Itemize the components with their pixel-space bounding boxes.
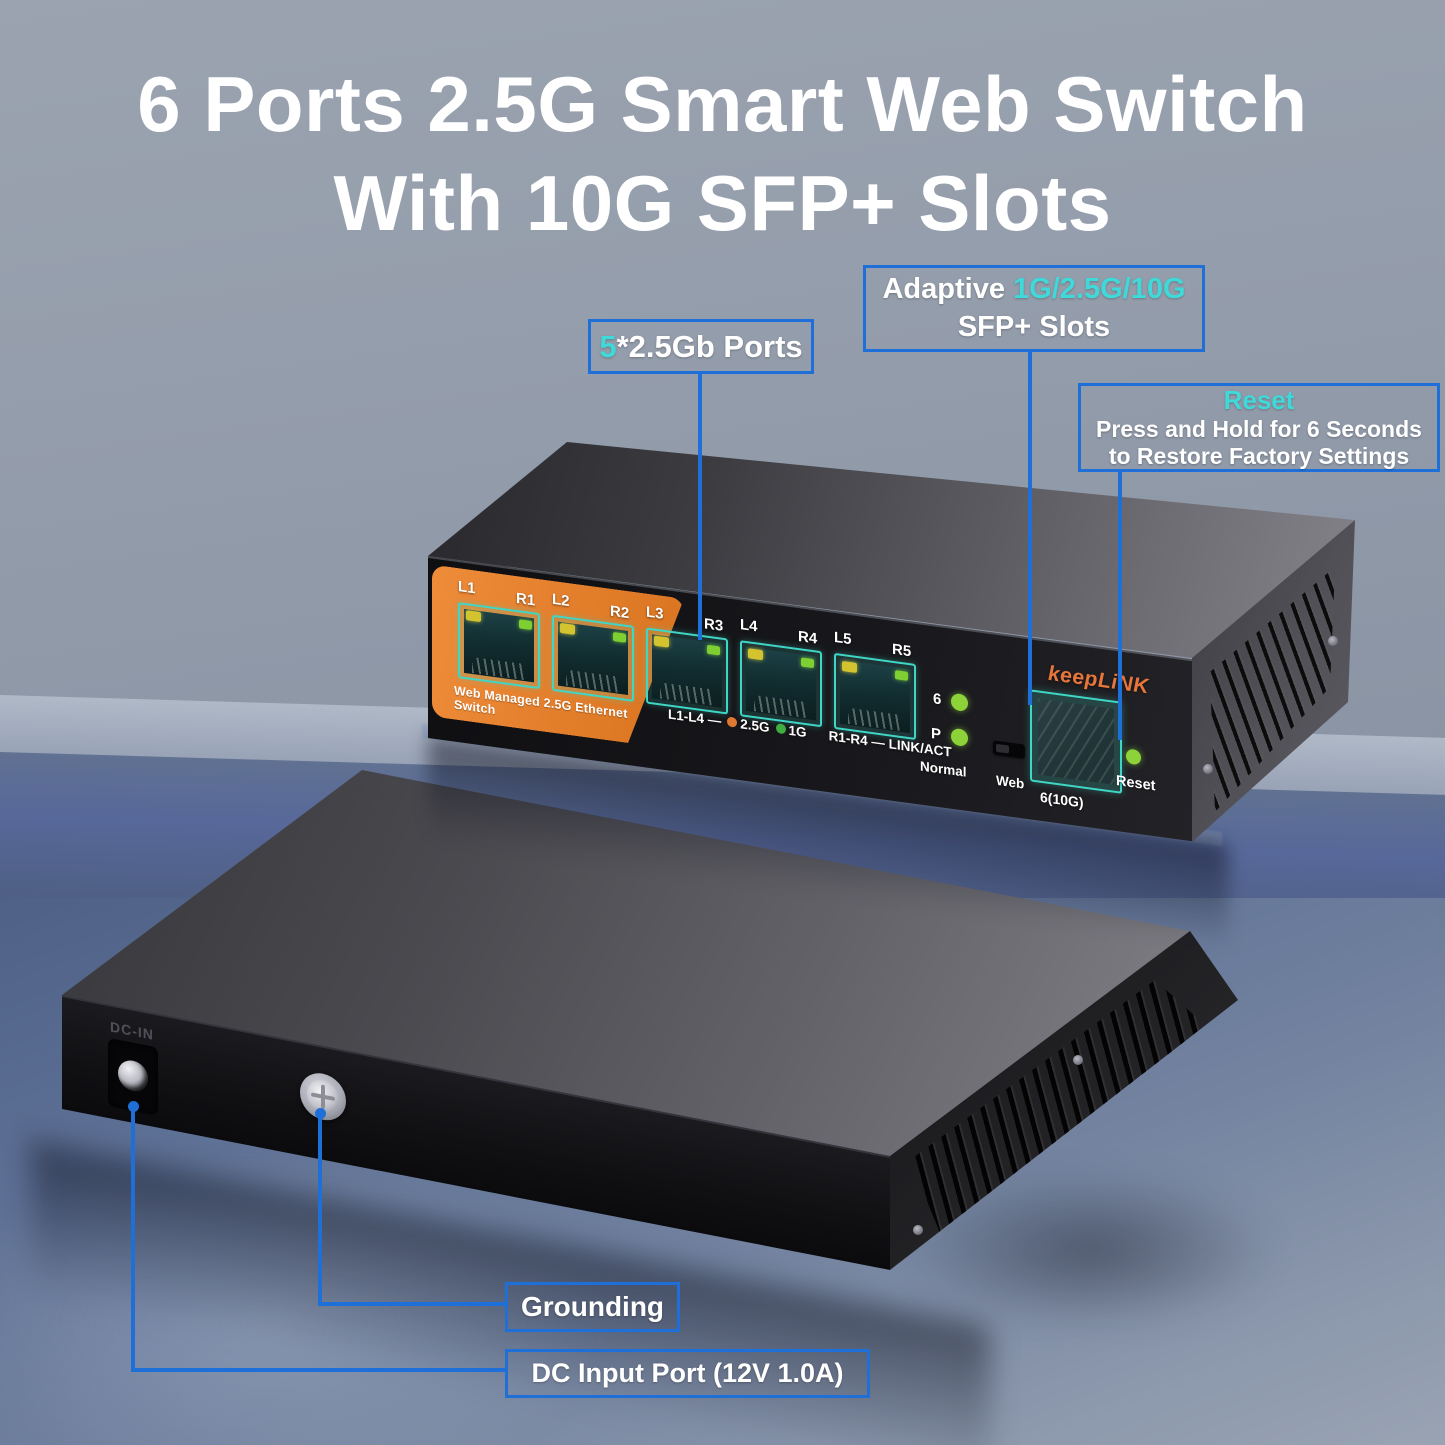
title-line-2: With 10G SFP+ Slots [333, 159, 1112, 247]
port-green-led [519, 619, 532, 631]
green-dot-icon [775, 722, 786, 735]
callout-grounding: Grounding [505, 1282, 680, 1332]
sfp-plus-slot [1030, 689, 1122, 794]
callout-dc-label: DC Input Port (12V 1.0A) [531, 1358, 844, 1388]
port-right-label: R4 [798, 628, 818, 648]
screw [1073, 1055, 1083, 1065]
port-left-label: L5 [834, 628, 852, 649]
leader-line-ports [698, 374, 702, 640]
port-right-label: R1 [516, 589, 536, 610]
sfp-port-label: 6(10G) [1040, 788, 1084, 811]
callout-sfp-highlight: 1G/2.5G/10G [1013, 272, 1186, 305]
port-green-led [895, 670, 908, 681]
port-green-led [613, 632, 626, 643]
title-line-1: 6 Ports 2.5G Smart Web Switch [137, 60, 1308, 148]
port-highlight-box [458, 602, 540, 690]
rj45-port: L3 R3 [646, 603, 740, 720]
led-6-label: 6 [933, 690, 942, 709]
page-title: 6 Ports 2.5G Smart Web Switch With 10G S… [0, 55, 1445, 253]
port-highlight-box [834, 652, 916, 740]
dc-jack-hole [118, 1057, 148, 1094]
led-6-indicator [951, 692, 968, 713]
callout-ports: 5*2.5Gb Ports [588, 319, 814, 374]
callout-sfp: Adaptive 1G/2.5G/10G SFP+ Slots [863, 265, 1205, 352]
callout-sfp-line1: Adaptive 1G/2.5G/10G [882, 271, 1185, 309]
sfp-cavity [1038, 698, 1114, 785]
led-p-label: P [931, 725, 942, 744]
reset-led-indicator [1126, 748, 1141, 766]
port-left-label: L3 [646, 603, 664, 623]
callout-sfp-line2: SFP+ Slots [957, 310, 1111, 343]
legend-speed-2-5g: 2.5G [740, 716, 770, 736]
leader-dot-grounding [315, 1108, 326, 1119]
leader-line-grounding-v [318, 1114, 322, 1306]
port-highlight-box [740, 640, 822, 728]
port-highlight-box [552, 614, 634, 702]
rj45-port: L5 R5 [834, 629, 928, 746]
port-yellow-led [842, 660, 857, 674]
port-yellow-led [466, 610, 481, 623]
screw [1328, 636, 1338, 646]
port-left-label: L4 [740, 616, 758, 636]
callout-dc-input: DC Input Port (12V 1.0A) [505, 1349, 870, 1398]
mode-web-label: Web [996, 772, 1025, 792]
port-left-label: L1 [458, 578, 476, 598]
screw [913, 1225, 923, 1235]
mode-normal-label: Normal [920, 758, 967, 780]
rj45-port: L1 R1 [458, 578, 552, 695]
port-yellow-led [654, 635, 669, 648]
port-green-led [801, 657, 814, 669]
port-right-label: R3 [704, 615, 724, 635]
port-right-label: R5 [892, 640, 912, 661]
callout-ports-highlight: 5 [599, 328, 617, 364]
port-left-label: L2 [552, 590, 570, 611]
callout-reset-line1: Press and Hold for 6 Seconds [1096, 415, 1422, 442]
mode-toggle-knob [996, 743, 1009, 754]
screw [1203, 764, 1213, 774]
callout-reset: Reset Press and Hold for 6 Seconds to Re… [1078, 383, 1440, 472]
orange-dot-icon [727, 716, 738, 728]
leader-line-dc-v [131, 1107, 135, 1372]
callout-reset-line2: to Restore Factory Settings [1108, 442, 1410, 469]
leader-line-sfp [1028, 352, 1032, 705]
callout-sfp-prefix: Adaptive [882, 272, 1014, 305]
legend-speed-1g: 1G [788, 722, 807, 741]
port-highlight-box [646, 627, 728, 715]
port-yellow-led [748, 648, 763, 661]
leader-dot-dc [128, 1101, 139, 1112]
leader-line-grounding-h [318, 1302, 507, 1306]
rj45-port: L4 R4 [740, 616, 834, 733]
callout-reset-title: Reset [1223, 385, 1295, 416]
legend-gap [807, 737, 829, 740]
callout-ports-rest: *2.5Gb Ports [616, 328, 803, 364]
port-green-led [707, 644, 720, 656]
port-right-label: R2 [610, 602, 630, 623]
callout-grounding-label: Grounding [520, 1291, 665, 1322]
rj45-port: L2 R2 [552, 591, 646, 708]
leader-line-reset [1118, 472, 1122, 740]
leader-line-dc-h [131, 1368, 507, 1372]
port-yellow-led [560, 622, 575, 635]
